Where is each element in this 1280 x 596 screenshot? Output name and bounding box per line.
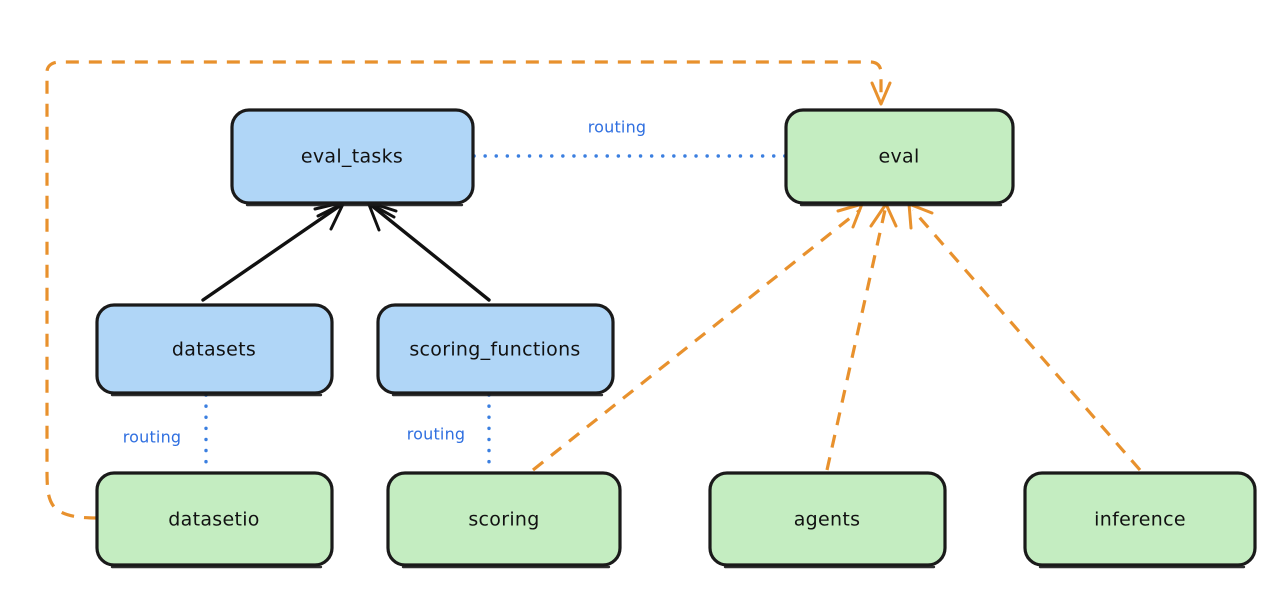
node-datasetio[interactable]: datasetio	[95, 471, 334, 569]
node-agents-label: agents	[794, 509, 861, 531]
node-datasets-rect[interactable]	[95, 303, 334, 395]
node-eval_tasks-label: eval_tasks	[301, 146, 403, 168]
node-eval_tasks[interactable]: eval_tasks	[230, 108, 475, 207]
edge-scoring_functions-to-eval_tasks	[366, 200, 491, 302]
edge-path-scoring_functions-eval_tasks	[369, 203, 491, 302]
node-layer: eval_tasks eval datasets scoring_functio…	[95, 108, 1257, 569]
edge-label-routing-eval_tasks-eval: routing	[588, 118, 647, 137]
node-inference[interactable]: inference	[1023, 471, 1257, 569]
edge-datasets-to-eval_tasks	[201, 200, 346, 302]
edge-path-datasetio-eval	[45, 60, 883, 520]
node-scoring_functions[interactable]: scoring_functions	[376, 303, 615, 397]
arrowhead-datasetio-eval	[870, 81, 892, 106]
edge-datasetio-to-eval	[45, 60, 892, 520]
node-eval-label: eval	[878, 146, 919, 168]
node-datasetio-rect[interactable]	[95, 471, 334, 567]
node-eval-rect[interactable]	[784, 108, 1015, 205]
node-inference-rect[interactable]	[1023, 471, 1257, 567]
edge-agents-to-eval	[825, 202, 898, 471]
arrowhead-inference-eval	[907, 202, 934, 230]
edge-path-agents-eval	[825, 209, 887, 471]
node-datasetio-label: datasetio	[168, 509, 259, 531]
node-eval_tasks-rect[interactable]	[230, 108, 475, 205]
edge-inference-to-eval	[907, 202, 1142, 472]
node-scoring-rect[interactable]	[386, 471, 622, 567]
edge-label-routing-datasets-datasetio: routing	[123, 428, 182, 447]
node-scoring-label: scoring	[468, 509, 539, 531]
node-inference-label: inference	[1094, 509, 1186, 531]
node-datasets-label: datasets	[172, 339, 256, 361]
node-scoring_functions-rect[interactable]	[376, 303, 615, 395]
edge-label-routing-scoring_functions-scoring: routing	[407, 425, 466, 444]
edge-label-layer: routing routing routing	[123, 118, 647, 447]
edge-path-inference-eval	[911, 208, 1142, 472]
node-eval[interactable]: eval	[784, 108, 1015, 207]
node-scoring_functions-label: scoring_functions	[409, 339, 580, 361]
edge-path-scoring-eval	[532, 208, 861, 472]
node-agents-rect[interactable]	[708, 471, 947, 567]
node-datasets[interactable]: datasets	[95, 303, 334, 397]
edge-path-datasets-eval_tasks	[201, 203, 343, 302]
node-scoring[interactable]: scoring	[386, 471, 622, 569]
node-agents[interactable]: agents	[708, 471, 947, 569]
